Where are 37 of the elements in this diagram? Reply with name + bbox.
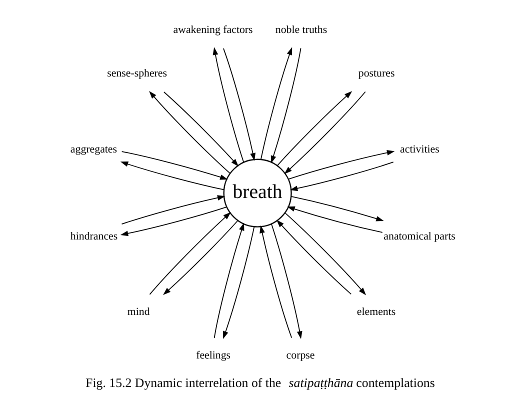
arrow: [271, 223, 302, 340]
arrow: [149, 212, 231, 295]
arrow: [120, 206, 228, 236]
arrow: [121, 151, 228, 180]
node-text: anatomical parts: [384, 230, 456, 242]
node-text: activities: [400, 143, 440, 156]
arrow: [120, 162, 224, 190]
node-text: sense-spheres: [107, 68, 168, 80]
arrow: [270, 48, 302, 164]
arrow: [276, 220, 352, 295]
node-text: aggregates: [70, 143, 118, 156]
arrow: [288, 150, 395, 180]
node-text: mind: [127, 306, 150, 318]
arrow: [212, 47, 244, 163]
node-text: postures: [358, 68, 395, 80]
node-text: corpse: [286, 350, 315, 362]
arrow: [163, 220, 238, 296]
arrow: [284, 91, 366, 174]
arrow: [164, 92, 239, 166]
arrow: [290, 162, 394, 192]
arrow: [287, 206, 383, 233]
node-text: noble truths: [275, 24, 328, 36]
arrow: [223, 226, 255, 339]
arrow: [223, 48, 256, 161]
node-text: hindrances: [70, 230, 118, 242]
node-text: feelings: [196, 350, 231, 362]
arrow: [290, 196, 384, 222]
arrow: [284, 212, 366, 296]
arrow: [214, 222, 244, 338]
node-text: awakening factors: [173, 24, 253, 36]
caption: Fig. 15.2 Dynamic interrelation of the satipaṭṭhāna contemplations: [86, 376, 435, 390]
arrow: [149, 90, 231, 174]
arrow: [260, 225, 292, 338]
arrow: [260, 47, 292, 160]
arrow: [121, 195, 226, 225]
arrow: [276, 91, 352, 166]
node-text: elements: [356, 306, 396, 318]
